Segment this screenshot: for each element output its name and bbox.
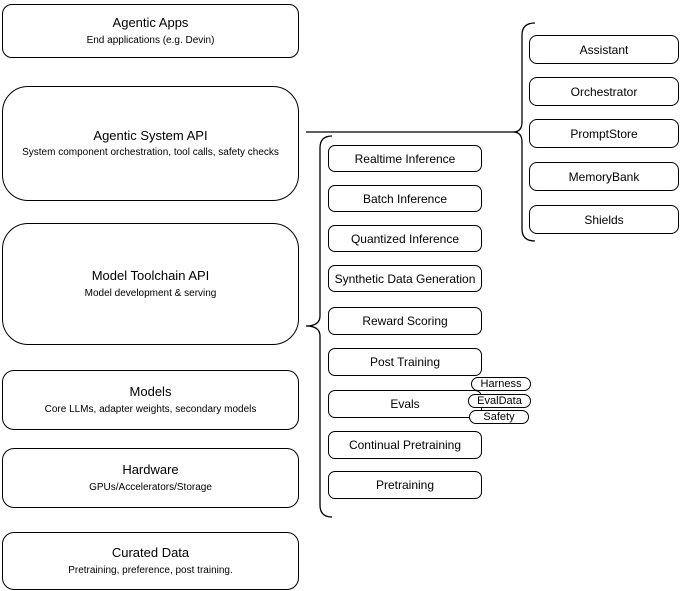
node-title: Hardware	[122, 462, 179, 478]
node-orchestrator: Orchestrator	[529, 77, 679, 106]
tag-safety: Safety	[469, 410, 529, 424]
node-label: Realtime Inference	[354, 151, 456, 166]
right-column-bracket	[512, 22, 536, 242]
node-title: Model Toolchain API	[91, 268, 210, 284]
node-batch-inference: Batch Inference	[328, 185, 482, 212]
node-promptstore: PromptStore	[529, 119, 679, 148]
middle-column-bracket	[305, 135, 333, 518]
node-subtitle: Pretraining, preference, post training.	[68, 564, 233, 576]
node-label: Orchestrator	[570, 84, 638, 99]
node-label: Shields	[584, 212, 624, 227]
node-subtitle: System component orchestration, tool cal…	[22, 147, 279, 159]
node-continual-pretraining: Continual Pretraining	[328, 431, 482, 459]
node-subtitle: Model development & serving	[84, 287, 217, 299]
node-curated-data: Curated Data Pretraining, preference, po…	[2, 532, 299, 590]
node-label: Pretraining	[375, 478, 435, 492]
node-quantized-inference: Quantized Inference	[328, 225, 482, 252]
tag-label: EvalData	[477, 395, 522, 407]
node-assistant: Assistant	[529, 35, 679, 64]
node-title: Agentic System API	[93, 127, 208, 143]
node-realtime-inference: Realtime Inference	[328, 145, 482, 172]
node-reward-scoring: Reward Scoring	[328, 307, 482, 335]
node-model-toolchain-api: Model Toolchain API Model development & …	[2, 223, 299, 345]
tag-harness: Harness	[471, 377, 531, 391]
node-shields: Shields	[529, 205, 679, 234]
node-label: Synthetic Data Generation	[334, 271, 476, 286]
node-label: Assistant	[579, 42, 629, 57]
node-label: PromptStore	[570, 126, 638, 141]
node-label: Batch Inference	[362, 191, 448, 206]
node-models: Models Core LLMs, adapter weights, secon…	[2, 370, 299, 430]
node-title: Curated Data	[111, 545, 190, 561]
node-label: Post Training	[369, 355, 441, 369]
node-label: Reward Scoring	[362, 314, 448, 328]
node-subtitle: GPUs/Accelerators/Storage	[89, 481, 212, 493]
node-hardware: Hardware GPUs/Accelerators/Storage	[2, 448, 299, 508]
node-label: Quantized Inference	[350, 231, 460, 246]
node-label: Evals	[390, 397, 420, 411]
node-label: Continual Pretraining	[348, 438, 462, 452]
node-label: MemoryBank	[568, 169, 640, 184]
node-agentic-apps: Agentic Apps End applications (e.g. Devi…	[2, 4, 299, 58]
tag-label: Safety	[483, 411, 515, 423]
tag-label: Harness	[480, 378, 522, 390]
node-subtitle: End applications (e.g. Devin)	[86, 34, 215, 46]
tag-evaldata: EvalData	[468, 394, 531, 408]
node-title: Models	[129, 384, 172, 400]
node-post-training: Post Training	[328, 348, 482, 376]
node-memorybank: MemoryBank	[529, 162, 679, 191]
node-agentic-system-api: Agentic System API System component orch…	[2, 86, 299, 201]
node-title: Agentic Apps	[112, 15, 189, 31]
node-subtitle: Core LLMs, adapter weights, secondary mo…	[44, 403, 257, 415]
node-synthetic-data-generation: Synthetic Data Generation	[328, 265, 482, 292]
node-pretraining: Pretraining	[328, 471, 482, 499]
node-evals: Evals	[328, 390, 482, 418]
